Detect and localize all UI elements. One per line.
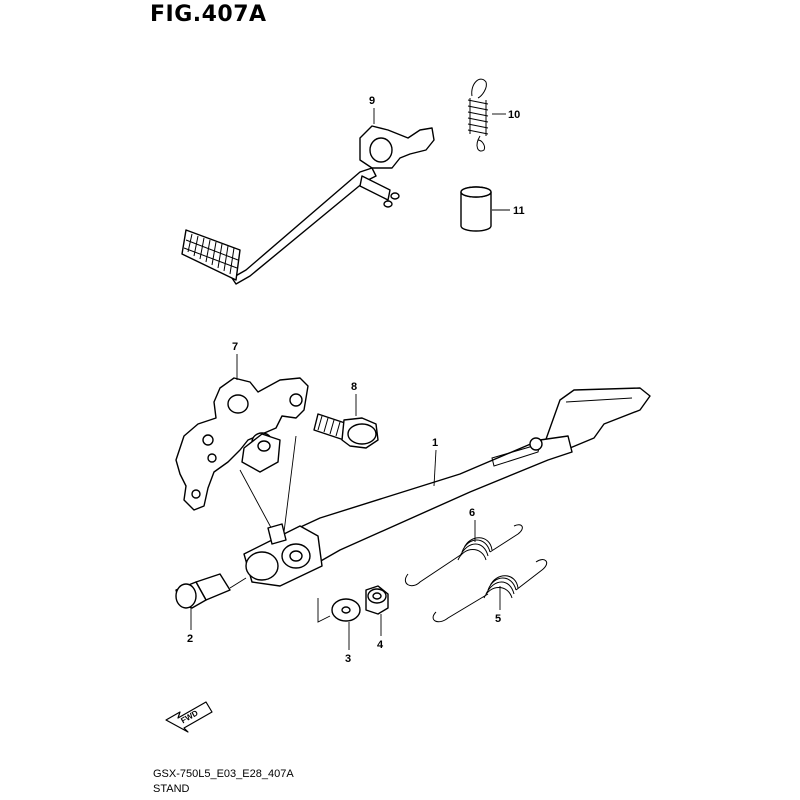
- figure-name: STAND: [153, 783, 190, 795]
- part-10-spring[interactable]: [467, 78, 489, 152]
- callout-6: 6: [469, 507, 475, 519]
- part-3-washer[interactable]: [331, 598, 361, 622]
- callout-5: 5: [495, 613, 501, 625]
- part-9-lever[interactable]: [181, 125, 435, 285]
- part-6-spring[interactable]: [404, 524, 523, 587]
- figure-code: GSX-750L5_E03_E28_407A: [153, 768, 294, 780]
- callout-1: 1: [432, 437, 438, 449]
- part-11-collar[interactable]: [460, 186, 492, 232]
- callout-8: 8: [351, 381, 357, 393]
- part-1-side-stand[interactable]: [243, 387, 651, 587]
- part-7-bracket[interactable]: [175, 377, 309, 511]
- part-5-spring[interactable]: [432, 559, 548, 623]
- callout-4: 4: [377, 639, 384, 651]
- callout-2: 2: [187, 633, 193, 645]
- part-4-nut[interactable]: [365, 585, 389, 615]
- callout-3: 3: [345, 653, 351, 665]
- callout-9: 9: [369, 95, 375, 107]
- callout-11: 11: [513, 205, 525, 217]
- fwd-arrow-icon: FWD: [165, 701, 213, 733]
- callout-7: 7: [232, 341, 238, 353]
- part-8-bolt[interactable]: [313, 413, 379, 449]
- part-2-pivot-bolt[interactable]: [175, 573, 231, 609]
- figure-title: FIG.407A: [150, 2, 267, 27]
- callout-10: 10: [508, 109, 520, 121]
